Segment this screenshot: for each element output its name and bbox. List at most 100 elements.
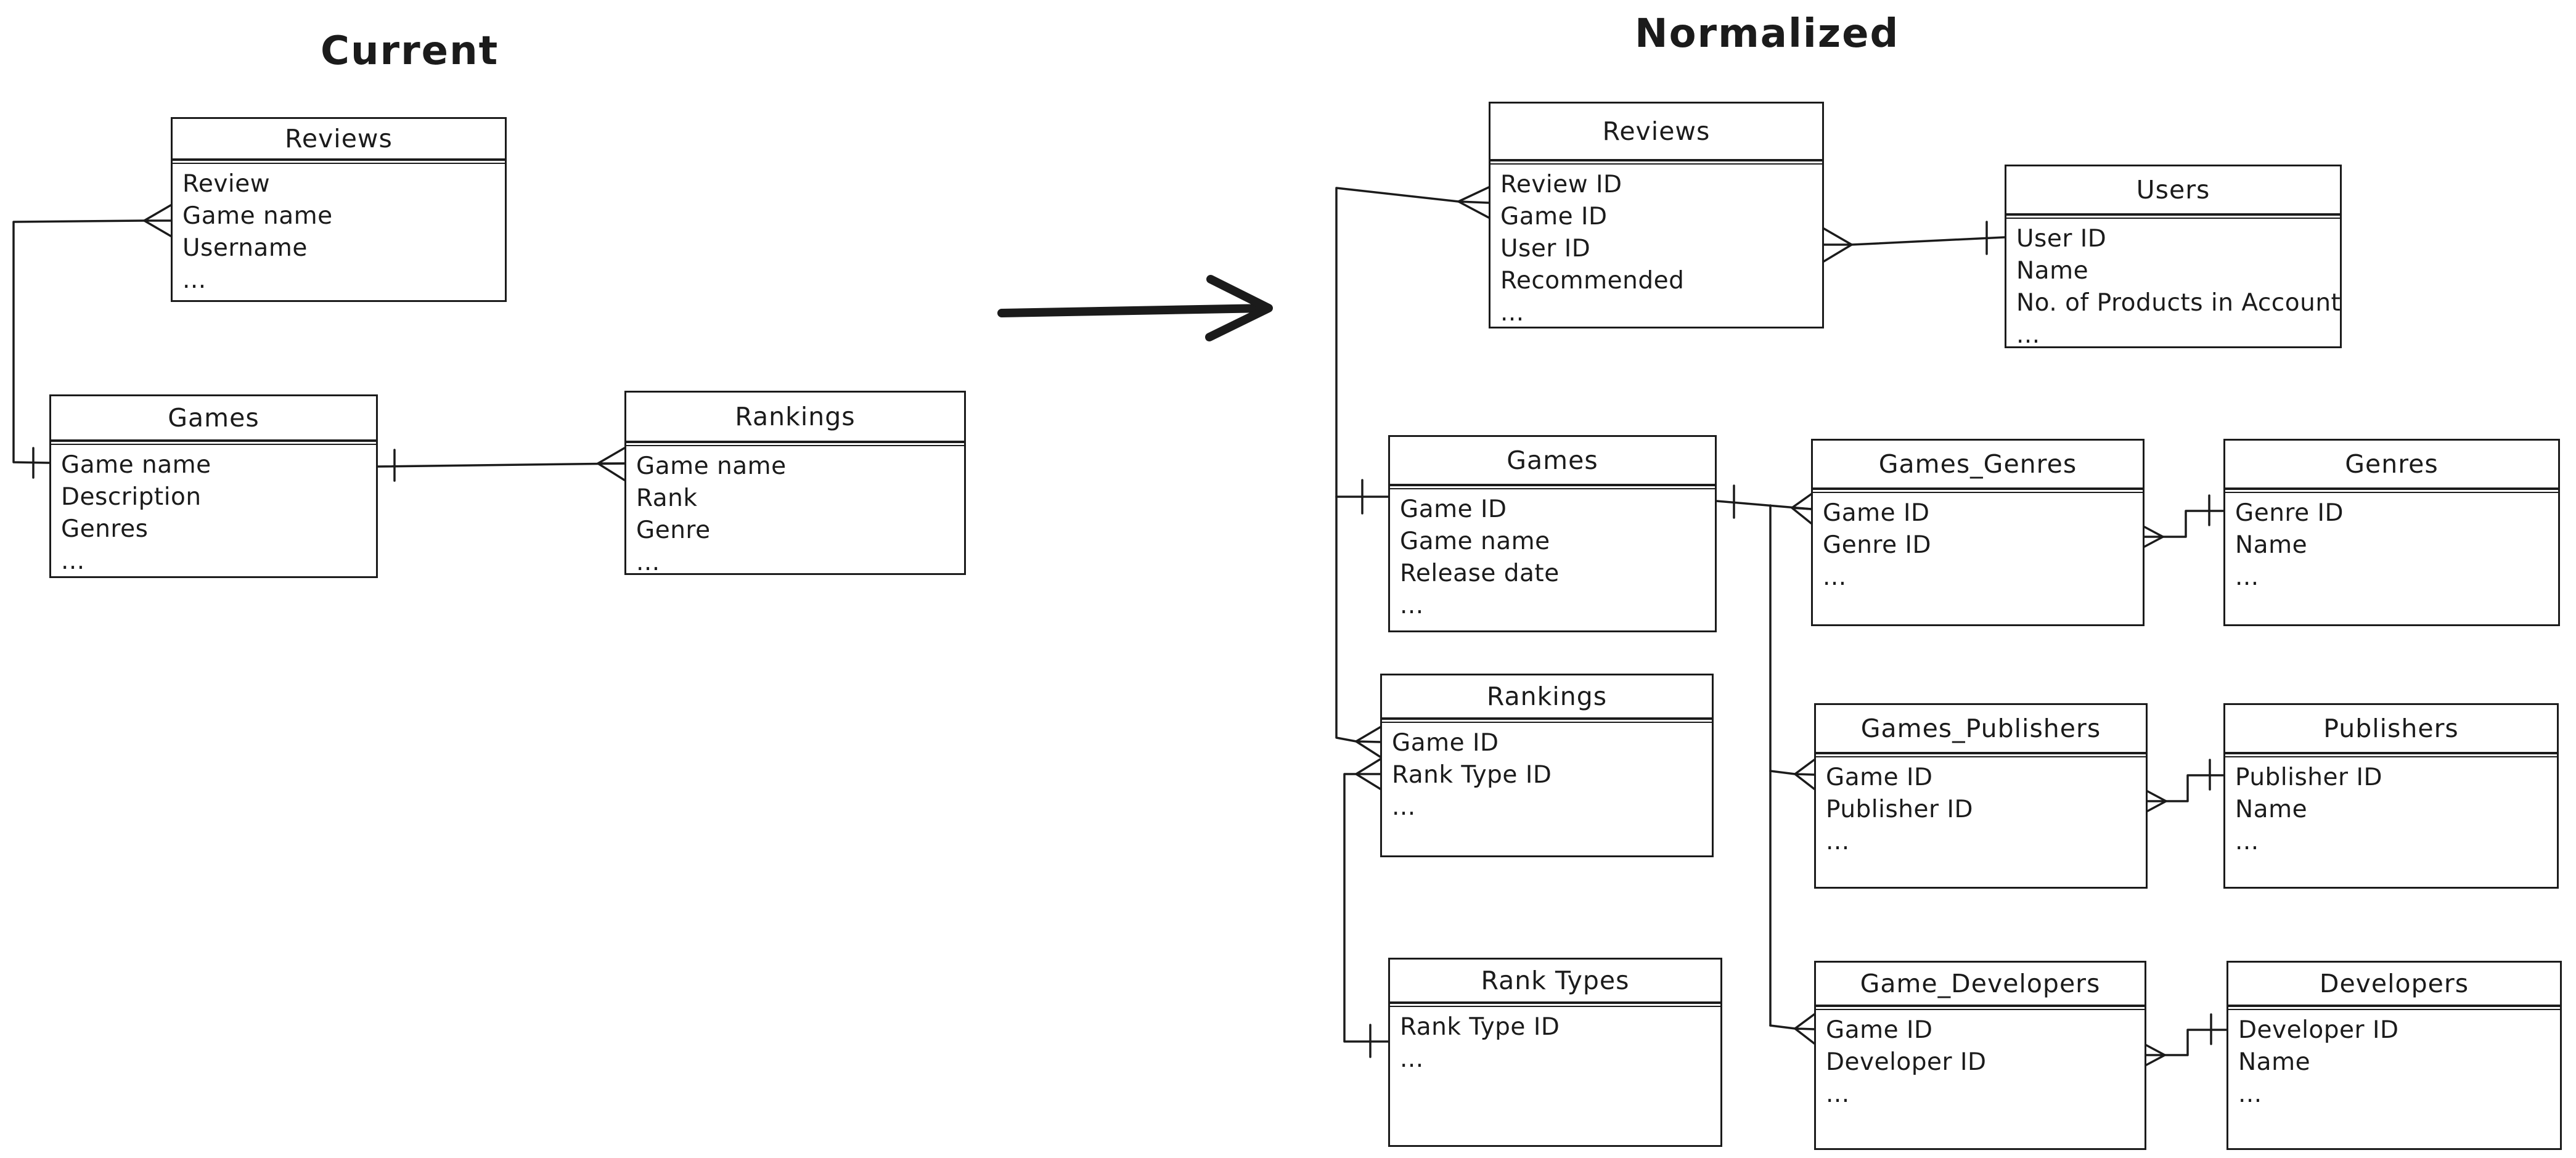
section-title-normalized: Normalized	[1635, 11, 1900, 57]
entity-title-publishers: Publishers	[2323, 714, 2459, 743]
field: Review	[182, 170, 271, 198]
entity-fields-developers: Developer ID Name...	[2228, 1007, 2560, 1111]
entity-title-rank-types: Rank Types	[1481, 966, 1630, 995]
entity-header: Reviews	[173, 119, 505, 164]
field: Name	[2238, 1048, 2311, 1076]
entity-fields-norm-rankings: Game ID Rank Type ID...	[1382, 720, 1712, 823]
field: Publisher ID	[2235, 764, 2382, 791]
entity-header: Games_Genres	[1813, 441, 2143, 493]
entity-header: Games_Publishers	[1816, 705, 2146, 757]
entity-title-current-games: Games	[168, 403, 260, 433]
field: User ID	[1500, 235, 1591, 263]
field: Rank	[636, 484, 698, 512]
entity-header: Games	[51, 396, 376, 445]
field: Genre ID	[2235, 499, 2344, 527]
field: Genre	[636, 516, 711, 544]
field: Publisher ID	[1826, 796, 1973, 823]
field: Developer ID	[2238, 1016, 2399, 1044]
field: Genre ID	[1823, 531, 1932, 559]
entity-header: Developers	[2228, 963, 2560, 1010]
entity-title-users: Users	[2136, 175, 2210, 205]
entity-header: Games	[1390, 437, 1715, 489]
field: ...	[1400, 592, 1424, 619]
field: ...	[2238, 1080, 2262, 1108]
field: Genres	[61, 515, 149, 543]
field: Rank Type ID	[1400, 1013, 1560, 1041]
entity-title-norm-reviews: Reviews	[1602, 116, 1711, 146]
entity-header: Genres	[2225, 441, 2558, 493]
field: Game name	[182, 202, 333, 230]
entity-fields-rank-types: Rank Type ID...	[1390, 1004, 1720, 1075]
field: Description	[61, 483, 202, 511]
field: ...	[2016, 321, 2040, 349]
entity-developers: Developers Developer ID Name...	[2226, 961, 2562, 1150]
field: ...	[1400, 1045, 1424, 1073]
field: ...	[636, 548, 660, 576]
field: Game name	[1400, 528, 1550, 555]
entity-title-developers: Developers	[2319, 969, 2469, 998]
entity-fields-norm-reviews: Review ID Game ID User ID Recommended...	[1490, 161, 1822, 329]
entity-title-norm-games: Games	[1507, 446, 1598, 475]
field: Review ID	[1500, 171, 1622, 198]
entity-games-publishers: Games_Publishers Game ID Publisher ID...	[1814, 703, 2148, 889]
field: Game ID	[1500, 203, 1608, 230]
field: Game ID	[1823, 499, 1930, 527]
entity-header: Rankings	[1382, 675, 1712, 723]
entity-norm-rankings: Rankings Game ID Rank Type ID...	[1380, 674, 1714, 857]
entity-header: Rank Types	[1390, 960, 1720, 1007]
field: User ID	[2016, 225, 2107, 253]
field: ...	[1826, 1080, 1850, 1108]
entity-title-genres: Genres	[2345, 449, 2439, 479]
entity-title-current-reviews: Reviews	[285, 124, 393, 153]
entity-title-norm-rankings: Rankings	[1486, 682, 1608, 711]
field: ...	[182, 266, 206, 294]
field: Name	[2016, 257, 2089, 285]
field: Username	[182, 234, 308, 262]
field: Game ID	[1392, 729, 1499, 757]
entity-header: Reviews	[1490, 104, 1822, 165]
field: Developer ID	[1826, 1048, 1987, 1076]
entity-header: Users	[2006, 166, 2340, 219]
section-title-current: Current	[321, 28, 499, 74]
field: Game ID	[1826, 764, 1933, 791]
entity-genres: Genres Genre ID Name...	[2223, 439, 2560, 626]
entity-title-current-rankings: Rankings	[735, 402, 856, 431]
entity-header: Publishers	[2225, 705, 2557, 757]
field: ...	[61, 547, 85, 575]
field: ...	[1826, 828, 1850, 855]
entity-title-games-publishers: Games_Publishers	[1860, 714, 2101, 743]
entity-header: Game_Developers	[1816, 963, 2145, 1010]
entity-norm-reviews: Reviews Review ID Game ID User ID Recommend…	[1489, 102, 1824, 328]
field: ...	[1392, 793, 1416, 821]
field: Name	[2235, 531, 2308, 559]
field: Recommended	[1500, 267, 1685, 295]
field: ...	[1500, 299, 1524, 327]
field: Game ID	[1400, 495, 1507, 523]
field: Game name	[636, 452, 787, 480]
field: No. of Products in Account	[2016, 289, 2341, 317]
field: ...	[2235, 563, 2259, 591]
entity-title-game-developers: Game_Developers	[1860, 969, 2101, 998]
entity-title-games-genres: Games_Genres	[1878, 449, 2077, 479]
field: Rank Type ID	[1392, 761, 1552, 789]
field: Game name	[61, 451, 211, 479]
entity-header: Rankings	[626, 393, 964, 446]
